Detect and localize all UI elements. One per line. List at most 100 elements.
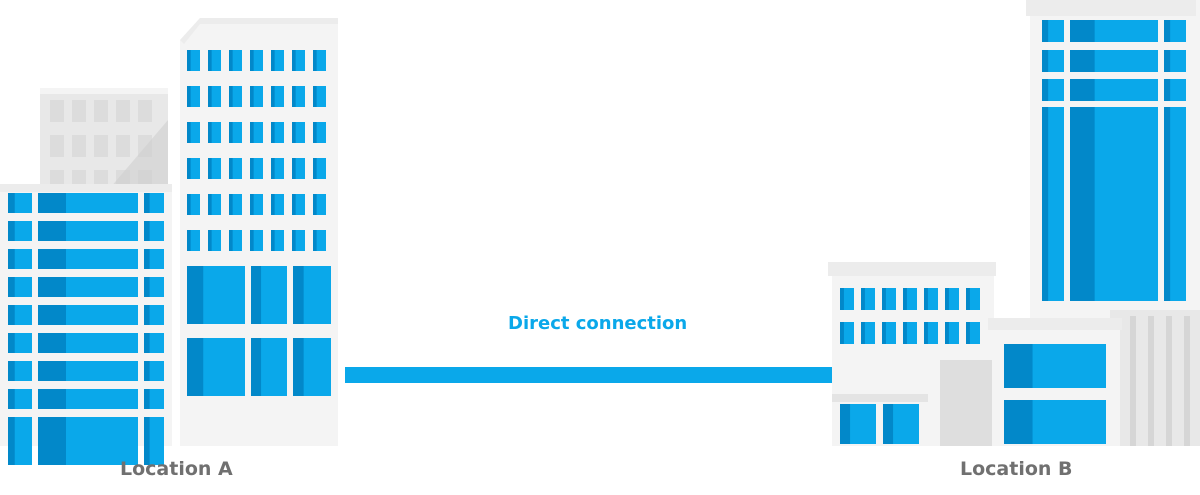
window-shade xyxy=(38,305,66,325)
window-shade xyxy=(292,122,296,143)
window-shade xyxy=(187,230,191,251)
window-shade xyxy=(292,158,296,179)
pillar xyxy=(1130,316,1136,446)
pillar xyxy=(1184,316,1190,446)
location-a-tower-building xyxy=(180,18,338,446)
window-shade xyxy=(208,50,212,71)
window-shade xyxy=(903,288,907,310)
window-shade xyxy=(313,194,317,215)
location-a-back-building xyxy=(40,88,168,192)
window-shade xyxy=(250,122,254,143)
window-shade xyxy=(1164,20,1171,42)
window-shade xyxy=(144,221,150,241)
window-shade xyxy=(187,86,191,107)
window-shade xyxy=(251,338,262,396)
window-shade xyxy=(208,230,212,251)
window-shade xyxy=(1164,107,1171,301)
window-shade xyxy=(1042,107,1049,301)
window-shade xyxy=(271,86,275,107)
roof-cap xyxy=(0,184,172,192)
window-shade xyxy=(144,277,150,297)
window-shade xyxy=(924,288,928,310)
window-shade xyxy=(187,122,191,143)
window-shade xyxy=(8,249,15,269)
location-a-label: Location A xyxy=(120,458,233,480)
window xyxy=(94,135,108,157)
window-shade xyxy=(292,230,296,251)
roof-cap xyxy=(828,262,996,276)
window-shade xyxy=(840,322,844,344)
window-shade xyxy=(1164,79,1171,101)
window-shade xyxy=(1070,20,1095,42)
window-shade xyxy=(187,338,204,396)
window-shade xyxy=(8,305,15,325)
window-shade xyxy=(293,266,304,324)
window-shade xyxy=(271,158,275,179)
window-shade xyxy=(208,122,212,143)
window xyxy=(138,100,152,122)
window-shade xyxy=(883,404,894,444)
window-shade xyxy=(8,277,15,297)
window-shade xyxy=(8,193,15,213)
window-shade xyxy=(313,158,317,179)
location-a-left-building xyxy=(0,184,172,465)
window xyxy=(50,100,64,122)
window-shade xyxy=(313,86,317,107)
window-shade xyxy=(903,322,907,344)
window-shade xyxy=(882,322,886,344)
window-shade xyxy=(292,194,296,215)
window-shade xyxy=(229,50,233,71)
window-shade xyxy=(313,50,317,71)
window-shade xyxy=(229,158,233,179)
window-shade xyxy=(144,361,150,381)
window xyxy=(116,100,130,122)
window-shade xyxy=(1042,50,1049,72)
window-shade xyxy=(250,86,254,107)
window-shade xyxy=(8,389,15,409)
window-shade xyxy=(292,86,296,107)
window-shade xyxy=(945,288,949,310)
window-shade xyxy=(187,158,191,179)
window-shade xyxy=(229,86,233,107)
window-shade xyxy=(271,230,275,251)
window-shade xyxy=(1042,79,1049,101)
window-shade xyxy=(187,50,191,71)
window-shade xyxy=(882,288,886,310)
window-shade xyxy=(38,417,66,465)
window-shade xyxy=(861,288,865,310)
window-shade xyxy=(229,194,233,215)
window-shade xyxy=(966,322,970,344)
window-shade xyxy=(8,417,15,465)
window-shade xyxy=(1004,344,1033,388)
location-b-label: Location B xyxy=(960,458,1073,480)
window-shade xyxy=(250,230,254,251)
window-shade xyxy=(8,221,15,241)
window-shade xyxy=(1070,107,1095,301)
window-shade xyxy=(313,230,317,251)
window-shade xyxy=(144,249,150,269)
window-shade xyxy=(1164,50,1171,72)
window-shade xyxy=(38,333,66,353)
window xyxy=(94,100,108,122)
pillar xyxy=(1166,316,1172,446)
window-shade xyxy=(966,288,970,310)
window-shade xyxy=(144,333,150,353)
window-shade xyxy=(208,86,212,107)
window-shade xyxy=(251,266,262,324)
connection-label: Direct connection xyxy=(508,313,688,334)
side-wall xyxy=(940,360,994,446)
window-shade xyxy=(250,50,254,71)
window-shade xyxy=(144,417,150,465)
shadow xyxy=(110,120,168,188)
window-shade xyxy=(38,361,66,381)
window-shade xyxy=(924,322,928,344)
window-shade xyxy=(1070,79,1095,101)
window-shade xyxy=(38,389,66,409)
roof-cap xyxy=(40,88,168,94)
window-shade xyxy=(144,305,150,325)
window-shade xyxy=(1042,20,1049,42)
direct-connection-line xyxy=(345,367,835,383)
window-shade xyxy=(144,389,150,409)
window-shade xyxy=(208,158,212,179)
window-shade xyxy=(250,158,254,179)
